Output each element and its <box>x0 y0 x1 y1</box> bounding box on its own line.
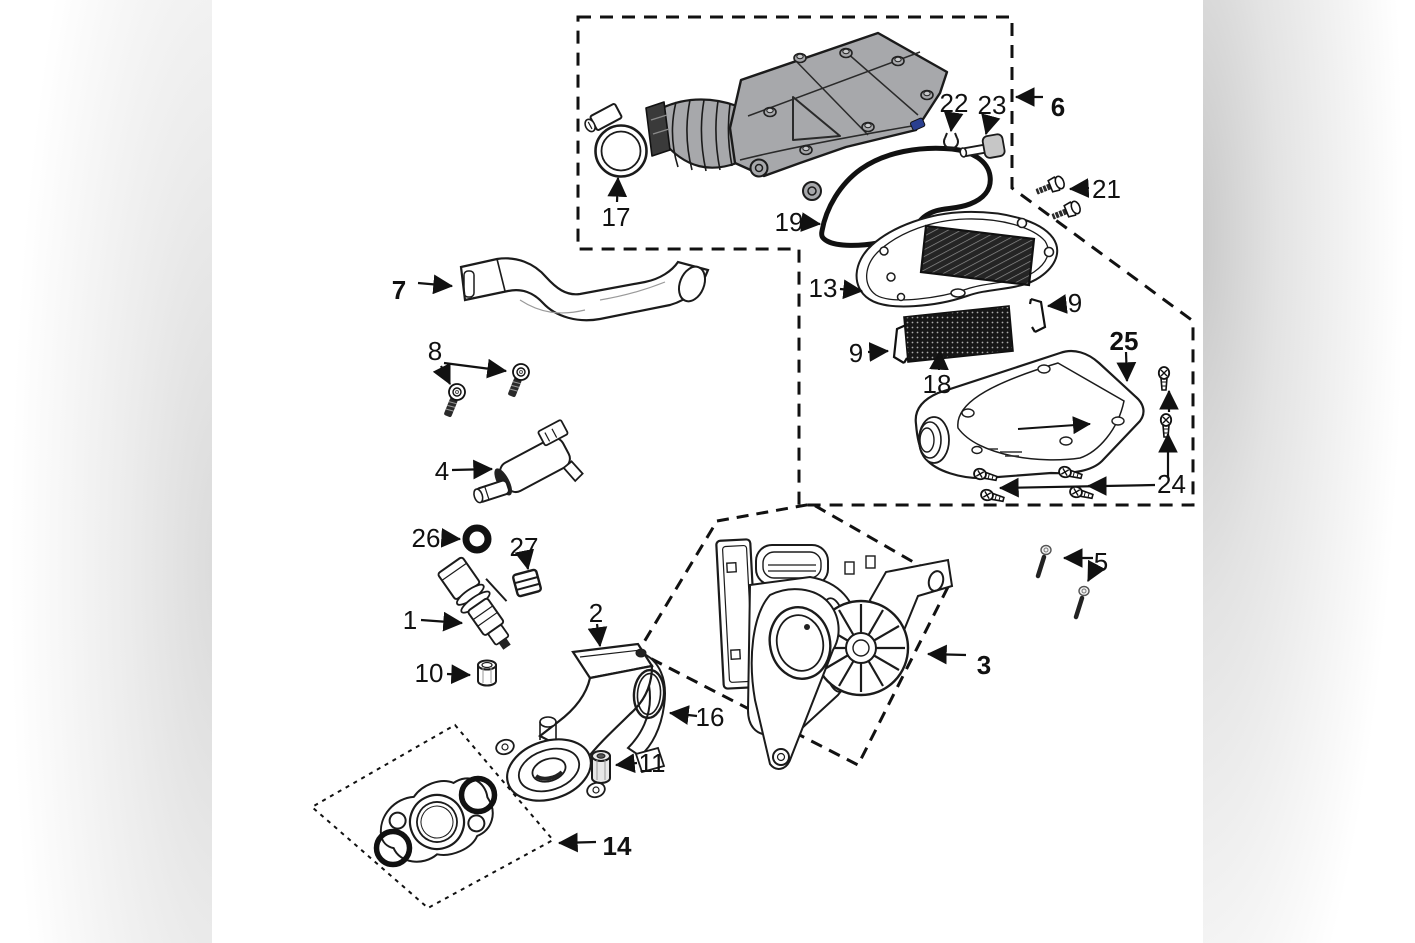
callout-22: 22 <box>940 88 969 133</box>
air-cleaner-cover-drawing <box>914 349 1145 480</box>
retainer-clip-drawing <box>512 568 542 598</box>
left-blur-band <box>0 0 212 943</box>
callout-14-label: 14 <box>603 831 632 861</box>
callout-18-label: 18 <box>923 369 952 399</box>
callout-11-label: 11 <box>639 748 666 778</box>
right-blur-band <box>1203 0 1415 943</box>
cover-molded-marks <box>988 448 1022 457</box>
callout-19: 19 <box>775 207 822 237</box>
callout-22-label: 22 <box>940 88 969 118</box>
callout-7-label: 7 <box>392 275 406 305</box>
intake-duct-drawing <box>459 257 710 322</box>
callout-8-label: 8 <box>428 336 442 366</box>
spacer-bushing-drawing <box>477 659 497 687</box>
intake-manifold-drawing <box>495 642 666 802</box>
gasket-kit-drawing <box>373 775 498 868</box>
group-6-boundary <box>576 15 1195 507</box>
fuel-injector-drawing <box>437 556 511 650</box>
hose-clamp-drawing <box>584 103 648 178</box>
callout-26-label: 26 <box>412 523 441 553</box>
callout-5: 5 <box>1062 547 1108 582</box>
callout-17: 17 <box>602 176 631 232</box>
callout-7: 7 <box>392 274 454 305</box>
callout-16-label: 16 <box>696 702 725 732</box>
callout-10-label: 10 <box>415 658 444 688</box>
group-14-boundary <box>310 723 555 910</box>
callout-26: 26 <box>412 523 462 553</box>
o-ring-small-drawing <box>462 524 492 554</box>
callout-2-label: 2 <box>589 598 603 628</box>
breather-clip-drawing <box>943 132 959 150</box>
callout-2: 2 <box>587 598 608 648</box>
callout-4: 4 <box>435 456 494 486</box>
callout-23: 23 <box>978 90 1007 136</box>
callout-18: 18 <box>923 349 952 399</box>
callout-21: 21 <box>1068 174 1121 204</box>
air-cleaner-case-drawing <box>645 31 949 201</box>
case-blue-clip <box>910 117 926 131</box>
callout-3: 3 <box>926 644 991 680</box>
callout-24-label: 24 <box>1157 469 1186 499</box>
group-3-boundary <box>635 502 952 768</box>
manifold-o-ring-drawing <box>632 668 666 720</box>
filter-pleats <box>919 224 1036 287</box>
kit-o-ring-2 <box>373 828 413 868</box>
rubber-cap-drawing <box>959 133 1006 159</box>
air-filter-element-drawing <box>855 210 1059 308</box>
callout-8: 8 <box>428 336 508 385</box>
callout-9-left-label: 9 <box>849 338 863 368</box>
callout-16: 16 <box>668 702 725 732</box>
callout-6: 6 <box>1014 87 1065 122</box>
filter-clip-right-drawing <box>1028 297 1047 333</box>
callout-3-label: 3 <box>977 650 991 680</box>
callout-19-label: 19 <box>775 207 804 237</box>
callout-25: 25 <box>1110 326 1139 383</box>
callout-13-label: 13 <box>809 273 838 303</box>
callout-21-label: 21 <box>1092 174 1121 204</box>
kit-o-ring-1 <box>458 775 498 815</box>
callout-1: 1 <box>403 605 464 635</box>
callout-27: 27 <box>510 532 539 571</box>
plug-cap-drawing <box>591 750 611 784</box>
callout-17-label: 17 <box>602 202 631 232</box>
callout-24: 24 <box>998 389 1186 499</box>
callout-11: 11 <box>614 748 666 778</box>
case-gasket-drawing <box>819 145 993 248</box>
mesh-screen-drawing <box>903 305 1014 363</box>
throttle-body-drawing <box>715 538 954 770</box>
callout-5-label: 5 <box>1094 547 1108 577</box>
callout-23-label: 23 <box>978 90 1007 120</box>
callout-9-right: 9 <box>1046 288 1082 318</box>
callout-9-right-label: 9 <box>1068 288 1082 318</box>
callout-4-label: 4 <box>435 456 449 486</box>
callout-13: 13 <box>809 273 864 303</box>
callout-10: 10 <box>415 658 472 688</box>
callout-6-label: 6 <box>1051 92 1065 122</box>
callout-14: 14 <box>557 831 632 861</box>
sensor-drawing <box>473 419 584 504</box>
callout-25-label: 25 <box>1110 326 1139 356</box>
callout-9-left: 9 <box>849 338 890 368</box>
callout-1-label: 1 <box>403 605 417 635</box>
callout-27-label: 27 <box>510 532 539 562</box>
